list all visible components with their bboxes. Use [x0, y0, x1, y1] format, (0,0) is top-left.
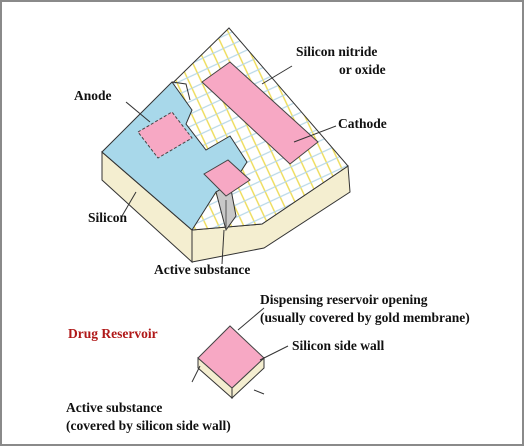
- label-active-substance: Active substance: [154, 262, 250, 277]
- label-or-oxide: or oxide: [339, 62, 386, 77]
- reservoir-pad: [203, 159, 251, 197]
- label-silicon-side-wall: Silicon side wall: [292, 338, 385, 353]
- leader-lines: [121, 65, 337, 265]
- reservoir-opening: [197, 325, 265, 389]
- label-drug-reservoir: Drug Reservoir: [68, 326, 158, 341]
- microchip-block: [101, 27, 351, 264]
- anode-insulator-region: [101, 81, 248, 231]
- label-cathode: Cathode: [338, 116, 387, 131]
- label-dispensing-membrane: (usually covered by gold membrane): [260, 310, 470, 325]
- label-silicon-nitride: Silicon nitride: [296, 44, 377, 59]
- label-anode: Anode: [74, 88, 112, 103]
- label-covered-by-side-wall: (covered by silicon side wall): [66, 418, 231, 433]
- drug-reservoir-block: [197, 325, 265, 400]
- label-active-substance-bottom: Active substance: [66, 400, 162, 415]
- anode-electrode: [137, 111, 193, 159]
- reservoir-leader-lines: [191, 307, 289, 395]
- label-silicon: Silicon: [88, 210, 128, 225]
- cathode-electrode: [201, 61, 319, 165]
- label-dispensing-opening: Dispensing reservoir opening: [260, 292, 428, 307]
